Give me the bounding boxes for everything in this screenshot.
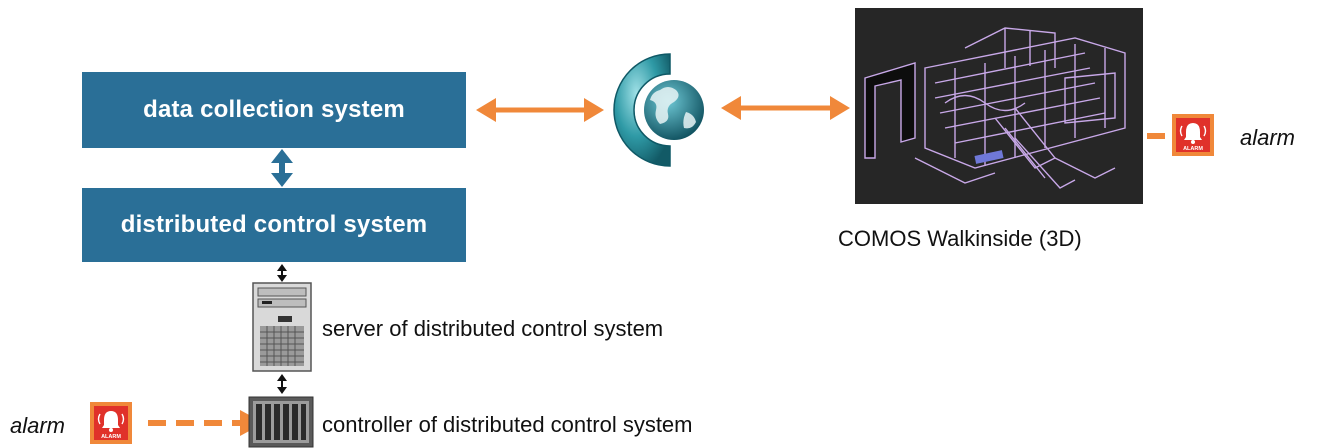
distributed-control-system-box: distributed control system — [82, 188, 466, 262]
alarm-label-left: alarm — [10, 413, 66, 438]
walkinside-3d-view — [855, 8, 1143, 204]
server-caption: server of distributed control system — [322, 316, 664, 341]
walkinside-caption: COMOS Walkinside (3D) — [838, 226, 1082, 251]
data-collection-system-label: data collection system — [143, 96, 405, 123]
controller-caption: controller of distributed control system — [322, 412, 693, 437]
alarm-bell-icon-right: ALARM — [1172, 114, 1214, 156]
bidirectional-arrow-collection-dcs — [271, 149, 293, 187]
data-collection-system-box: data collection system — [82, 72, 466, 148]
bidirectional-arrow-globe-walkinside — [721, 96, 850, 120]
alarm-bell-icon-left: ALARM — [90, 402, 132, 444]
svg-text:ALARM: ALARM — [101, 434, 121, 440]
dashed-alarm-arrow-left — [148, 410, 264, 436]
controller-rack-icon — [248, 396, 314, 448]
bidirectional-arrow-dcs-server — [277, 264, 287, 282]
distributed-control-system-label: distributed control system — [120, 211, 428, 238]
bidirectional-arrow-collection-globe — [476, 98, 604, 122]
svg-text:ALARM: ALARM — [1183, 146, 1203, 152]
comos-globe-icon — [613, 53, 704, 167]
bidirectional-arrow-server-controller — [277, 374, 287, 394]
alarm-label-right: alarm — [1240, 125, 1296, 150]
server-tower-icon — [252, 282, 312, 372]
3d-plant-model — [864, 27, 1126, 189]
